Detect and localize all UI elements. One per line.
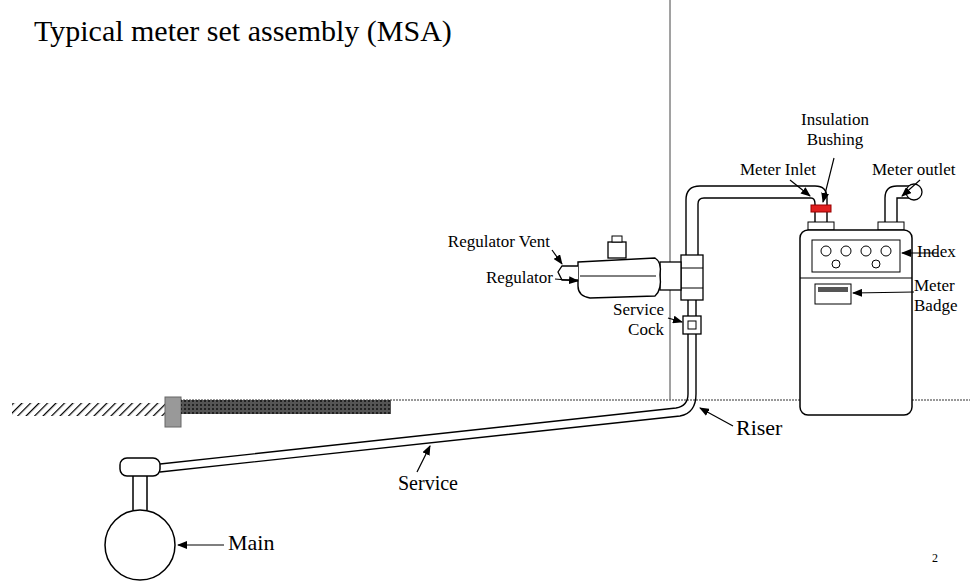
regulator-fitting [660, 262, 681, 290]
regulator-vent [558, 266, 578, 280]
service-cock [688, 321, 696, 329]
part-label: Meter Inlet [740, 160, 816, 180]
part-label: Meter outlet [872, 160, 956, 180]
leader-lines [178, 158, 938, 545]
service-cock [683, 316, 701, 334]
part-label: Index [917, 242, 956, 262]
regulator-tee [681, 255, 703, 300]
sidewalk-slab [12, 403, 165, 416]
wall-line [670, 0, 671, 400]
service-pipe [160, 334, 688, 464]
riser-pipe [688, 300, 696, 316]
gas-meter [800, 230, 912, 415]
part-label: Service [398, 472, 458, 495]
regulator-bonnet [608, 242, 626, 258]
diagram-title: Typical meter set assembly (MSA) [34, 14, 452, 49]
page-number: 2 [932, 552, 938, 566]
insulation-bushing [811, 205, 831, 212]
tap-tee [120, 458, 160, 476]
inlet-pipe [698, 198, 815, 255]
gas-main [105, 510, 175, 580]
curb [165, 397, 181, 427]
meter-index [812, 240, 900, 272]
part-label: Regulator Vent [448, 232, 550, 252]
part-label: Meter Badge [914, 276, 966, 315]
part-label: Service Cock [602, 300, 664, 339]
regulator-body [578, 258, 660, 298]
part-label: Regulator [486, 268, 553, 288]
paving-slab [181, 400, 391, 414]
service-pipe [160, 334, 696, 472]
outlet-union [906, 184, 922, 200]
part-label: Insulation Bushing [785, 110, 885, 149]
main-tap [133, 476, 147, 510]
part-label: Main [228, 530, 274, 555]
part-label: Riser [736, 415, 782, 440]
meter-badge [815, 284, 851, 304]
